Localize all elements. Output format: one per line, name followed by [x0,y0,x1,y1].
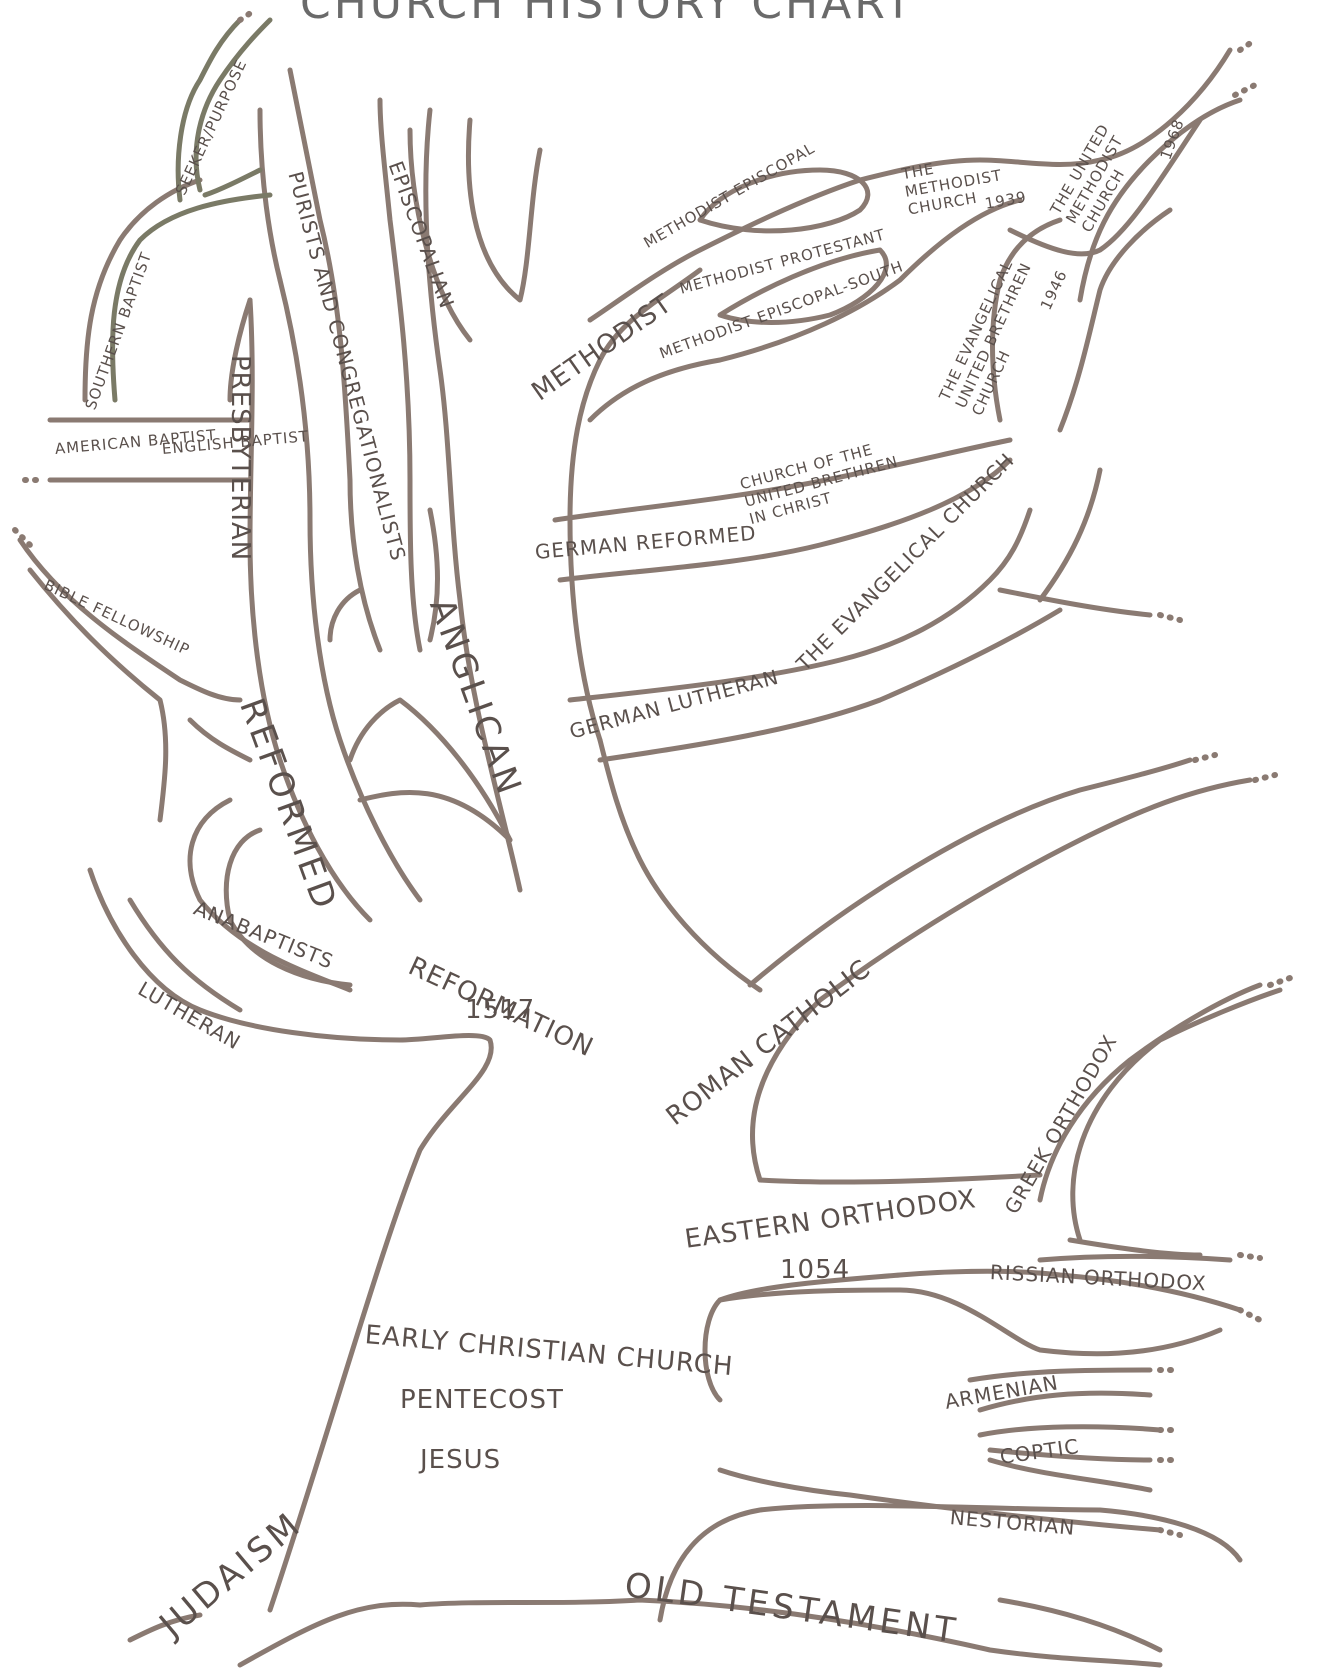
pentecost-label: PENTECOST [400,1385,564,1415]
catholic-to-anglican [600,740,760,990]
coptic-upper [980,1427,1160,1435]
early-church-loop [705,1290,1220,1400]
tip-dots-6 [1240,1310,1260,1320]
evangelical-church-lower [1040,470,1100,600]
tip-dots-3 [1255,775,1275,780]
reformation-year-label: 1517 [465,995,535,1025]
roman-catholic-base [760,1175,1040,1182]
jesus-label: JESUS [420,1445,501,1475]
tip-dots-5 [1240,1255,1260,1258]
evangelical-church-upper [1000,590,1150,615]
eub-right [1060,210,1170,430]
episcopalian-inner [468,120,540,300]
armenian-upper [970,1370,1150,1380]
greek-orthodox-inner [1070,1240,1200,1255]
catholic-upper [750,760,1190,985]
tip-dots-11 [1235,85,1255,95]
puritans-connector [330,590,360,640]
eastern-orthodox-year-label: 1054 [780,1255,850,1285]
tip-dots-12 [1240,40,1255,50]
seeker-inner [205,170,260,195]
tip-dots-13 [240,10,255,20]
tip-dots-1 [1160,615,1180,620]
tip-dots-2 [1195,755,1215,760]
old-testament-root [1000,1600,1160,1650]
presbyterian-label: PRESBYTERIAN [225,355,255,561]
tip-dots-4 [1270,978,1290,985]
seeker-branch [196,20,270,190]
chart-title: CHURCH HISTORY CHART [300,0,914,29]
tip-dots-10 [1160,1530,1180,1535]
